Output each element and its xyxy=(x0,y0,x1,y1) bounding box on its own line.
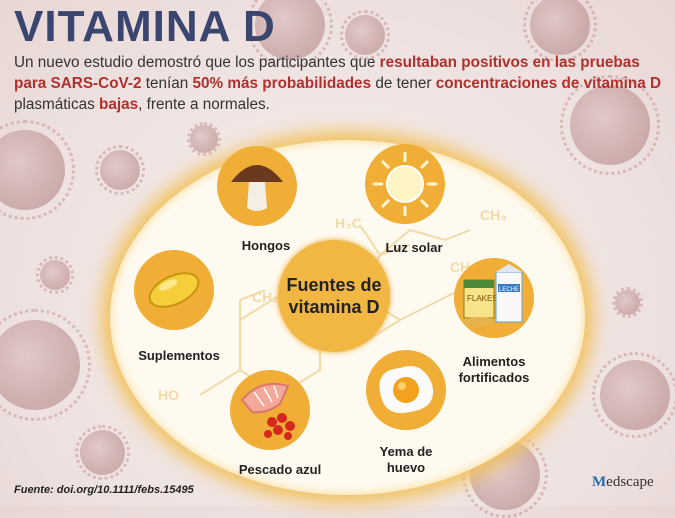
sun-icon xyxy=(373,152,437,216)
molecule-ch2: CH₂ xyxy=(252,289,278,305)
source-circle-fortified: FLAKES LECHE xyxy=(454,258,534,338)
cereal-milk-icon: FLAKES LECHE xyxy=(463,264,523,327)
molecule-h3c: H₃C xyxy=(335,215,362,231)
virus-icon xyxy=(560,75,660,175)
leche-text: LECHE xyxy=(499,287,519,293)
page-title: VITAMINA D xyxy=(14,2,276,51)
virus-icon xyxy=(95,145,145,195)
virus-icon xyxy=(36,256,74,294)
virus-icon xyxy=(74,424,131,481)
source-label-mushroom: Hongos xyxy=(241,238,291,253)
center-label: Fuentes de xyxy=(286,275,382,295)
source-label-sun: Luz solar xyxy=(385,240,443,255)
virus-icon xyxy=(0,120,75,220)
center-label: vitamina D xyxy=(288,297,380,317)
molecule-ho: HO xyxy=(158,387,179,403)
egg-icon xyxy=(379,366,434,414)
mushroom-icon xyxy=(231,165,283,211)
virus-icon xyxy=(246,0,334,69)
virus-icon xyxy=(522,0,598,63)
virus-icon xyxy=(612,287,643,318)
source-citation: Fuente: doi.org/10.1111/febs.15495 xyxy=(14,484,194,496)
molecule-ch3: CH₃ xyxy=(480,207,507,223)
salmon-icon xyxy=(240,382,295,440)
virus-icon xyxy=(340,10,390,60)
source-circle-mushroom xyxy=(217,146,297,226)
source-circle-capsule xyxy=(134,250,214,330)
flakes-text: FLAKES xyxy=(467,294,498,303)
source-label-capsule: Suplementos xyxy=(138,348,220,363)
capsule-icon xyxy=(148,272,200,308)
virus-icon xyxy=(0,309,91,421)
medscape-logo: Medscape xyxy=(592,474,654,490)
source-circle-sun xyxy=(365,144,445,224)
source-label-fish: Pescado azul xyxy=(238,462,322,477)
intro-text: Un nuevo estudio demostró que los partic… xyxy=(14,54,661,113)
source-circle-egg xyxy=(366,350,446,430)
virus-icon xyxy=(186,121,222,157)
source-circle-fish xyxy=(230,370,310,450)
virus-icon xyxy=(591,351,675,439)
